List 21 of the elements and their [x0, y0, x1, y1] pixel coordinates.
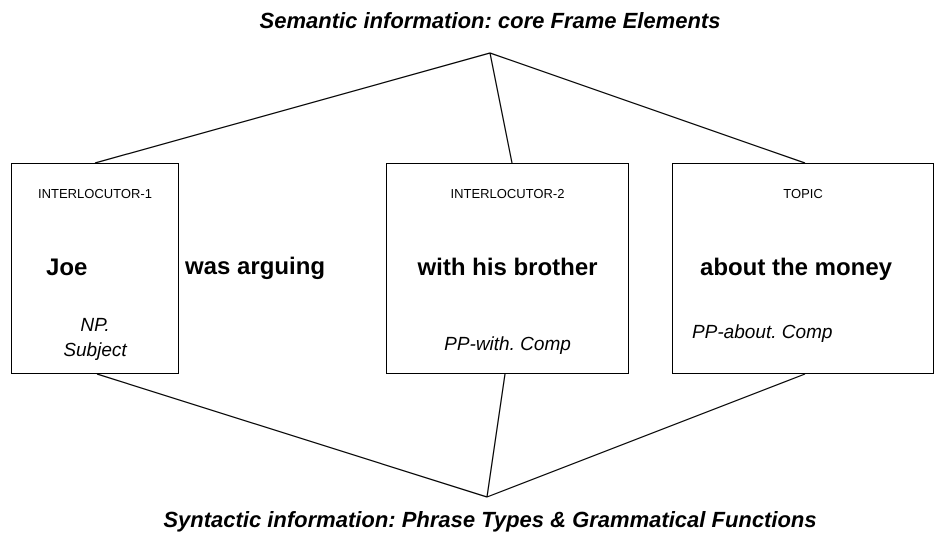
level-heading: Semantic information: core Frame Elements [190, 8, 790, 53]
phrase-text: with his brother [416, 254, 598, 282]
role-label: INTERLOCUTOR-1 [37, 187, 153, 202]
connector-line [486, 373, 806, 498]
verb-text: was arguing [185, 253, 326, 281]
phrase-text: Joe [46, 254, 88, 282]
connector-line [489, 52, 513, 164]
grammatical-function-label: PP-with. Comp [443, 334, 572, 356]
level-heading: Syntactic information: Phrase Types & Grammatical Functions [90, 497, 890, 533]
connector-line [486, 374, 506, 498]
phrase-text: about the money [700, 254, 892, 282]
connector-line [490, 52, 806, 164]
grammatical-function-label: NP. Subject [62, 314, 128, 363]
grammatical-function-label: PP-about. Comp [692, 322, 832, 344]
connector-line [94, 52, 490, 164]
role-label: TOPIC [782, 187, 824, 202]
role-label: INTERLOCUTOR-2 [450, 187, 566, 202]
frame-element-box [386, 163, 629, 374]
frame-element-box [11, 163, 179, 374]
frame-element-box [672, 163, 934, 374]
connector-line [96, 373, 488, 498]
